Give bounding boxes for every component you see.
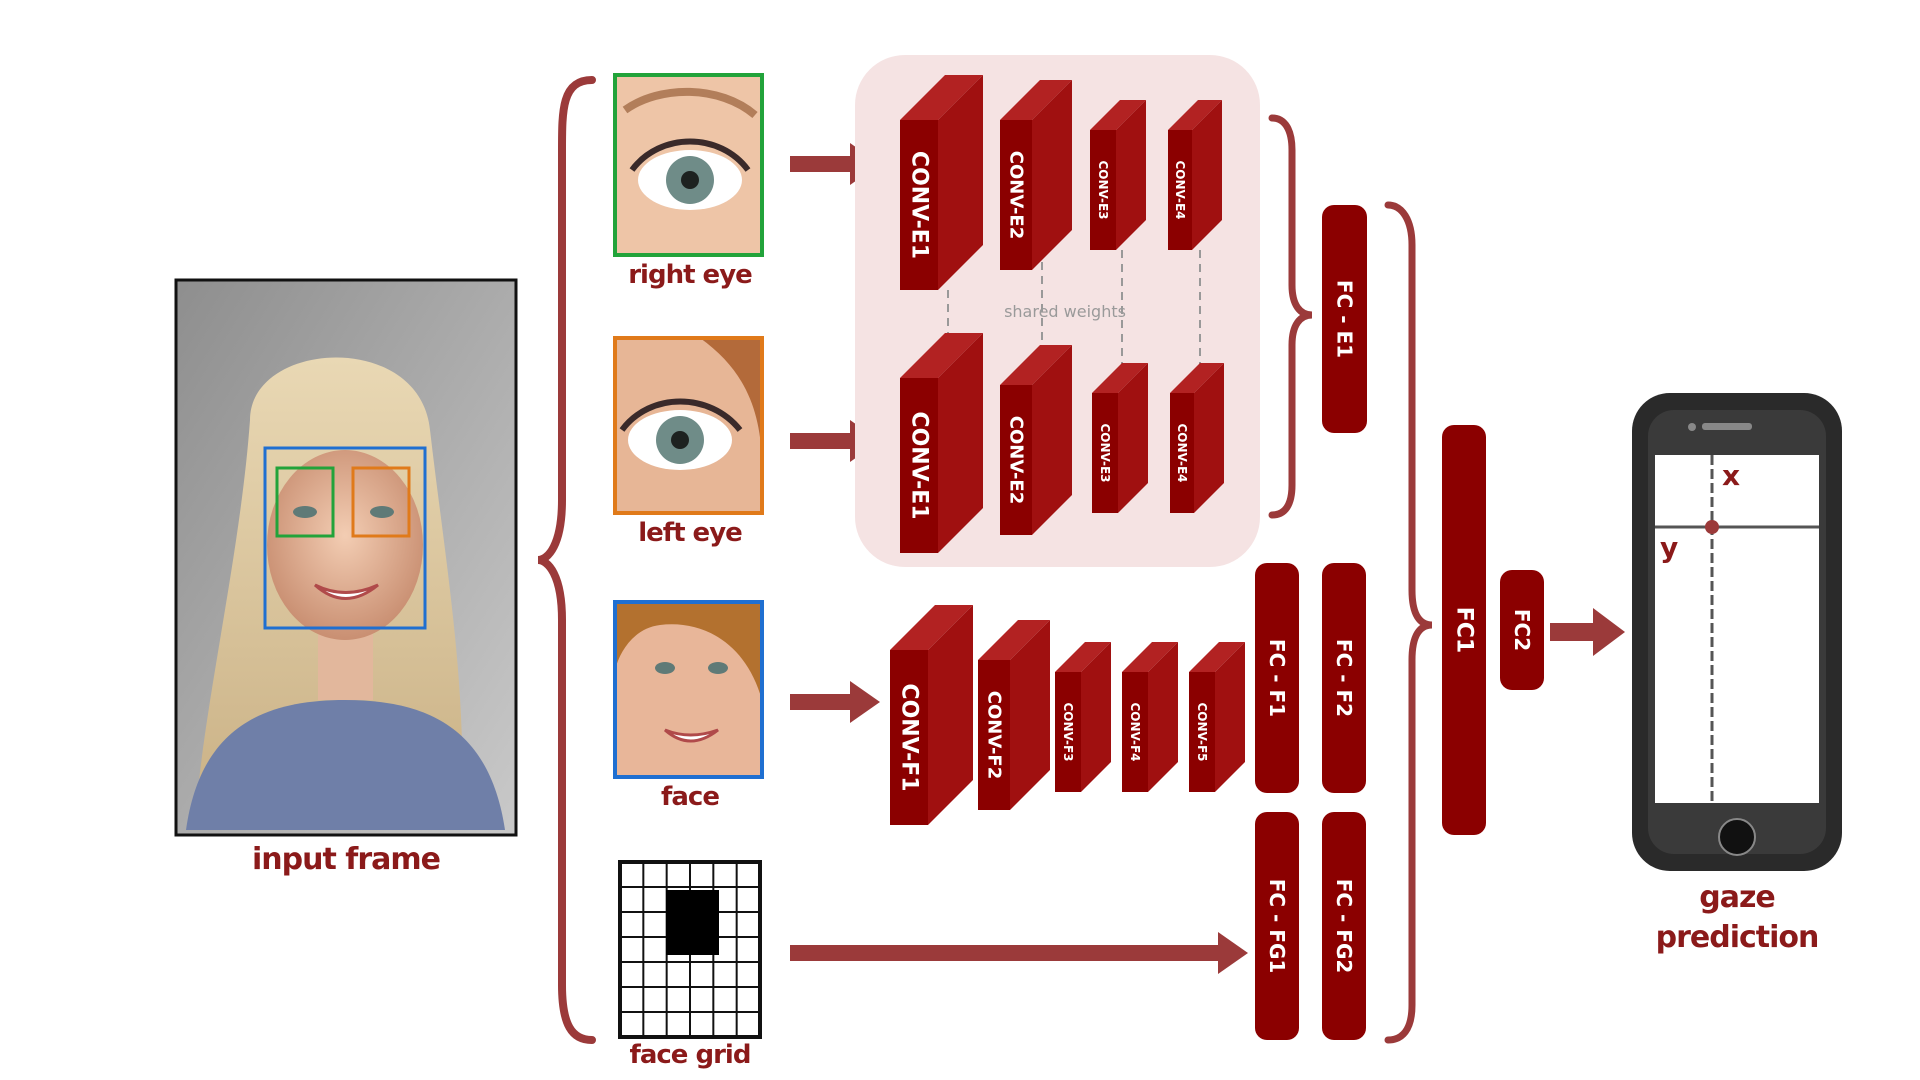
gaze-prediction-label-line2: prediction (1655, 920, 1820, 955)
face-grid (618, 860, 762, 1039)
conv-e2-right: CONV-E2 (1000, 80, 1072, 270)
conv-f3-label: CONV-F3 (1061, 703, 1075, 762)
fc-fg2-label: FC - FG2 (1332, 879, 1356, 974)
conv-f5: CONV-F5 (1189, 642, 1245, 792)
conv-f2: CONV-F2 (978, 620, 1050, 810)
conv-e2-left: CONV-E2 (1000, 345, 1072, 535)
eye-merge-brace (1268, 114, 1313, 519)
fc-fg1-label: FC - FG1 (1265, 879, 1289, 974)
conv-e3-right-label: CONV-E3 (1096, 161, 1110, 220)
conv-f1-label: CONV-F1 (897, 683, 922, 791)
x-axis-label: x (1722, 459, 1740, 492)
conv-e1-left-label: CONV-E1 (907, 411, 932, 519)
split-brace (537, 76, 596, 1044)
conv-e3-left-label: CONV-E3 (1098, 424, 1112, 483)
conv-e4-left: CONV-E4 (1170, 363, 1224, 513)
shared-weights-label: shared weights (1004, 302, 1126, 321)
conv-f2-label: CONV-F2 (984, 691, 1005, 780)
conv-e4-right-label: CONV-E4 (1173, 161, 1187, 220)
conv-f4-label: CONV-F4 (1128, 703, 1142, 762)
gaze-point (1705, 520, 1719, 534)
input-frame-label: input frame (252, 842, 441, 877)
conv-f4: CONV-F4 (1122, 642, 1178, 792)
fc1-label: FC1 (1452, 607, 1477, 653)
face-label: face (661, 782, 720, 812)
gaze-prediction-label-line1: gaze (1699, 880, 1776, 915)
arrow-face (790, 681, 880, 723)
conv-e4-right: CONV-E4 (1168, 100, 1222, 250)
conv-f3: CONV-F3 (1055, 642, 1111, 792)
fc2-label: FC2 (1510, 609, 1534, 651)
conv-f5-label: CONV-F5 (1195, 703, 1209, 762)
merge-brace (1384, 201, 1433, 1044)
fc-f2-label: FC - F2 (1332, 639, 1356, 717)
right-eye-crop (613, 73, 764, 257)
fc-f1: FC - F1 (1255, 563, 1299, 793)
fc-f2: FC - F2 (1322, 563, 1366, 793)
fc-e1: FC - E1 (1322, 205, 1367, 433)
conv-f1: CONV-F1 (890, 605, 973, 825)
y-axis-label: y (1660, 531, 1678, 564)
shared-weight-links (947, 250, 1201, 370)
conv-e4-left-label: CONV-E4 (1175, 424, 1189, 483)
fc-layers: FC - E1 FC - F1 FC - F2 FC - FG1 FC - FG2 FC1… (1255, 205, 1544, 1040)
face-crop (613, 600, 764, 779)
fc2: FC2 (1500, 570, 1544, 690)
conv-e2-right-label: CONV-E2 (1006, 151, 1027, 240)
arrow-to-output (1550, 608, 1625, 656)
input-frame (174, 278, 518, 837)
conv-e1-left: CONV-E1 (900, 333, 983, 553)
arrow-face-grid (790, 932, 1248, 974)
fc-e1-label: FC - E1 (1333, 280, 1357, 358)
conv-e2-left-label: CONV-E2 (1006, 416, 1027, 505)
phone-screen: x y (1632, 393, 1842, 871)
fc-fg1: FC - FG1 (1255, 812, 1299, 1040)
conv-e1-right: CONV-E1 (900, 75, 983, 290)
left-eye-crop (613, 336, 764, 515)
arrows (790, 143, 1625, 974)
face-grid-label: face grid (629, 1040, 752, 1070)
right-eye-label: right eye (628, 260, 753, 290)
conv-e3-right: CONV-E3 (1090, 100, 1146, 250)
fc-f1-label: FC - F1 (1265, 639, 1289, 717)
left-eye-label: left eye (638, 518, 743, 548)
fc1: FC1 (1442, 425, 1486, 835)
conv-e3-left: CONV-E3 (1092, 363, 1148, 513)
fc-fg2: FC - FG2 (1322, 812, 1366, 1040)
conv-e1-right-label: CONV-E1 (907, 151, 932, 259)
